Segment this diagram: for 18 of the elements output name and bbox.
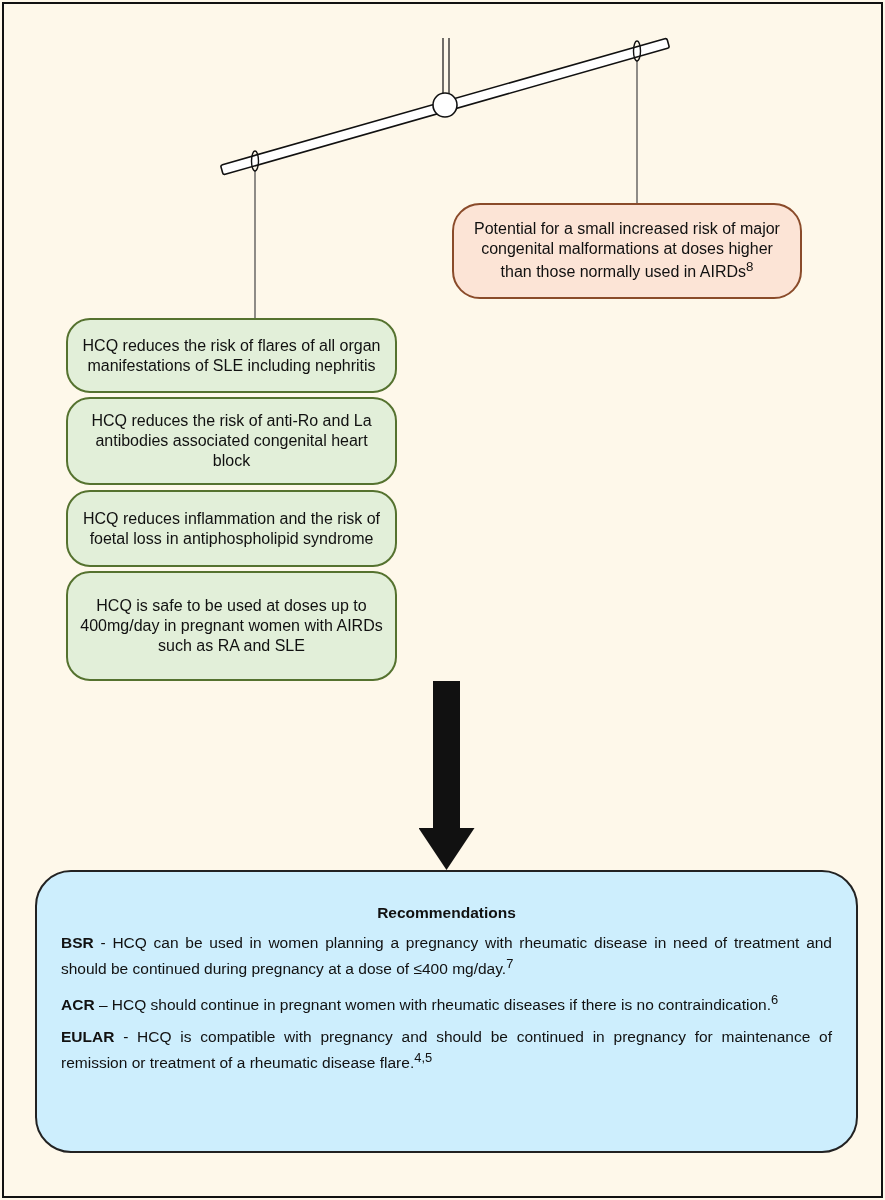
benefit-box [66,571,397,681]
hanging-line [254,170,256,319]
box-text: HCQ reduces the risk of anti-Ro and La antibodies associated congenital heart block [90,411,373,471]
box-text: HCQ reduces inflammation and the risk of foetal loss in antiphospholipid syndrome [82,508,381,549]
benefit-box [66,490,397,567]
panel-heading: Recommendations [376,903,517,923]
box-text: Potential for a small increased risk of major congenital malformations at doses higher than those normally used in AIRDs$^{8}$ [473,219,781,283]
recommendation-text: BSR - HCQ can be used in women planning a pregnancy with rheumatic disease in need of treatment and should be continued during pregnancy at a dose of ≤400 mg/day.$^{7}$ [61,933,832,980]
block-arrow [418,681,475,870]
benefit-box [66,397,397,485]
hanging-line [636,60,638,204]
recommendation-text: EULAR - HCQ is compatible with pregnancy and should be continued in pregnancy for maintenance of remission or treatment of a rheumatic disease flare.$^{4,5}$ [61,1027,832,1073]
box-text: HCQ reduces the risk of flares of all organ manifestations of SLE including nephritis [81,335,382,376]
benefit-box [66,318,397,393]
box-text: HCQ is safe to be used at doses up to 400mg/day in pregnant women with AIRDs such as RA and SLE [79,596,384,656]
recommendation-text: ACR – HCQ should continue in pregnant women with rheumatic diseases if there is no contraindication.$^{6}$ [61,990,780,1015]
recommendations-panel [35,870,858,1153]
risk-box [452,203,802,299]
